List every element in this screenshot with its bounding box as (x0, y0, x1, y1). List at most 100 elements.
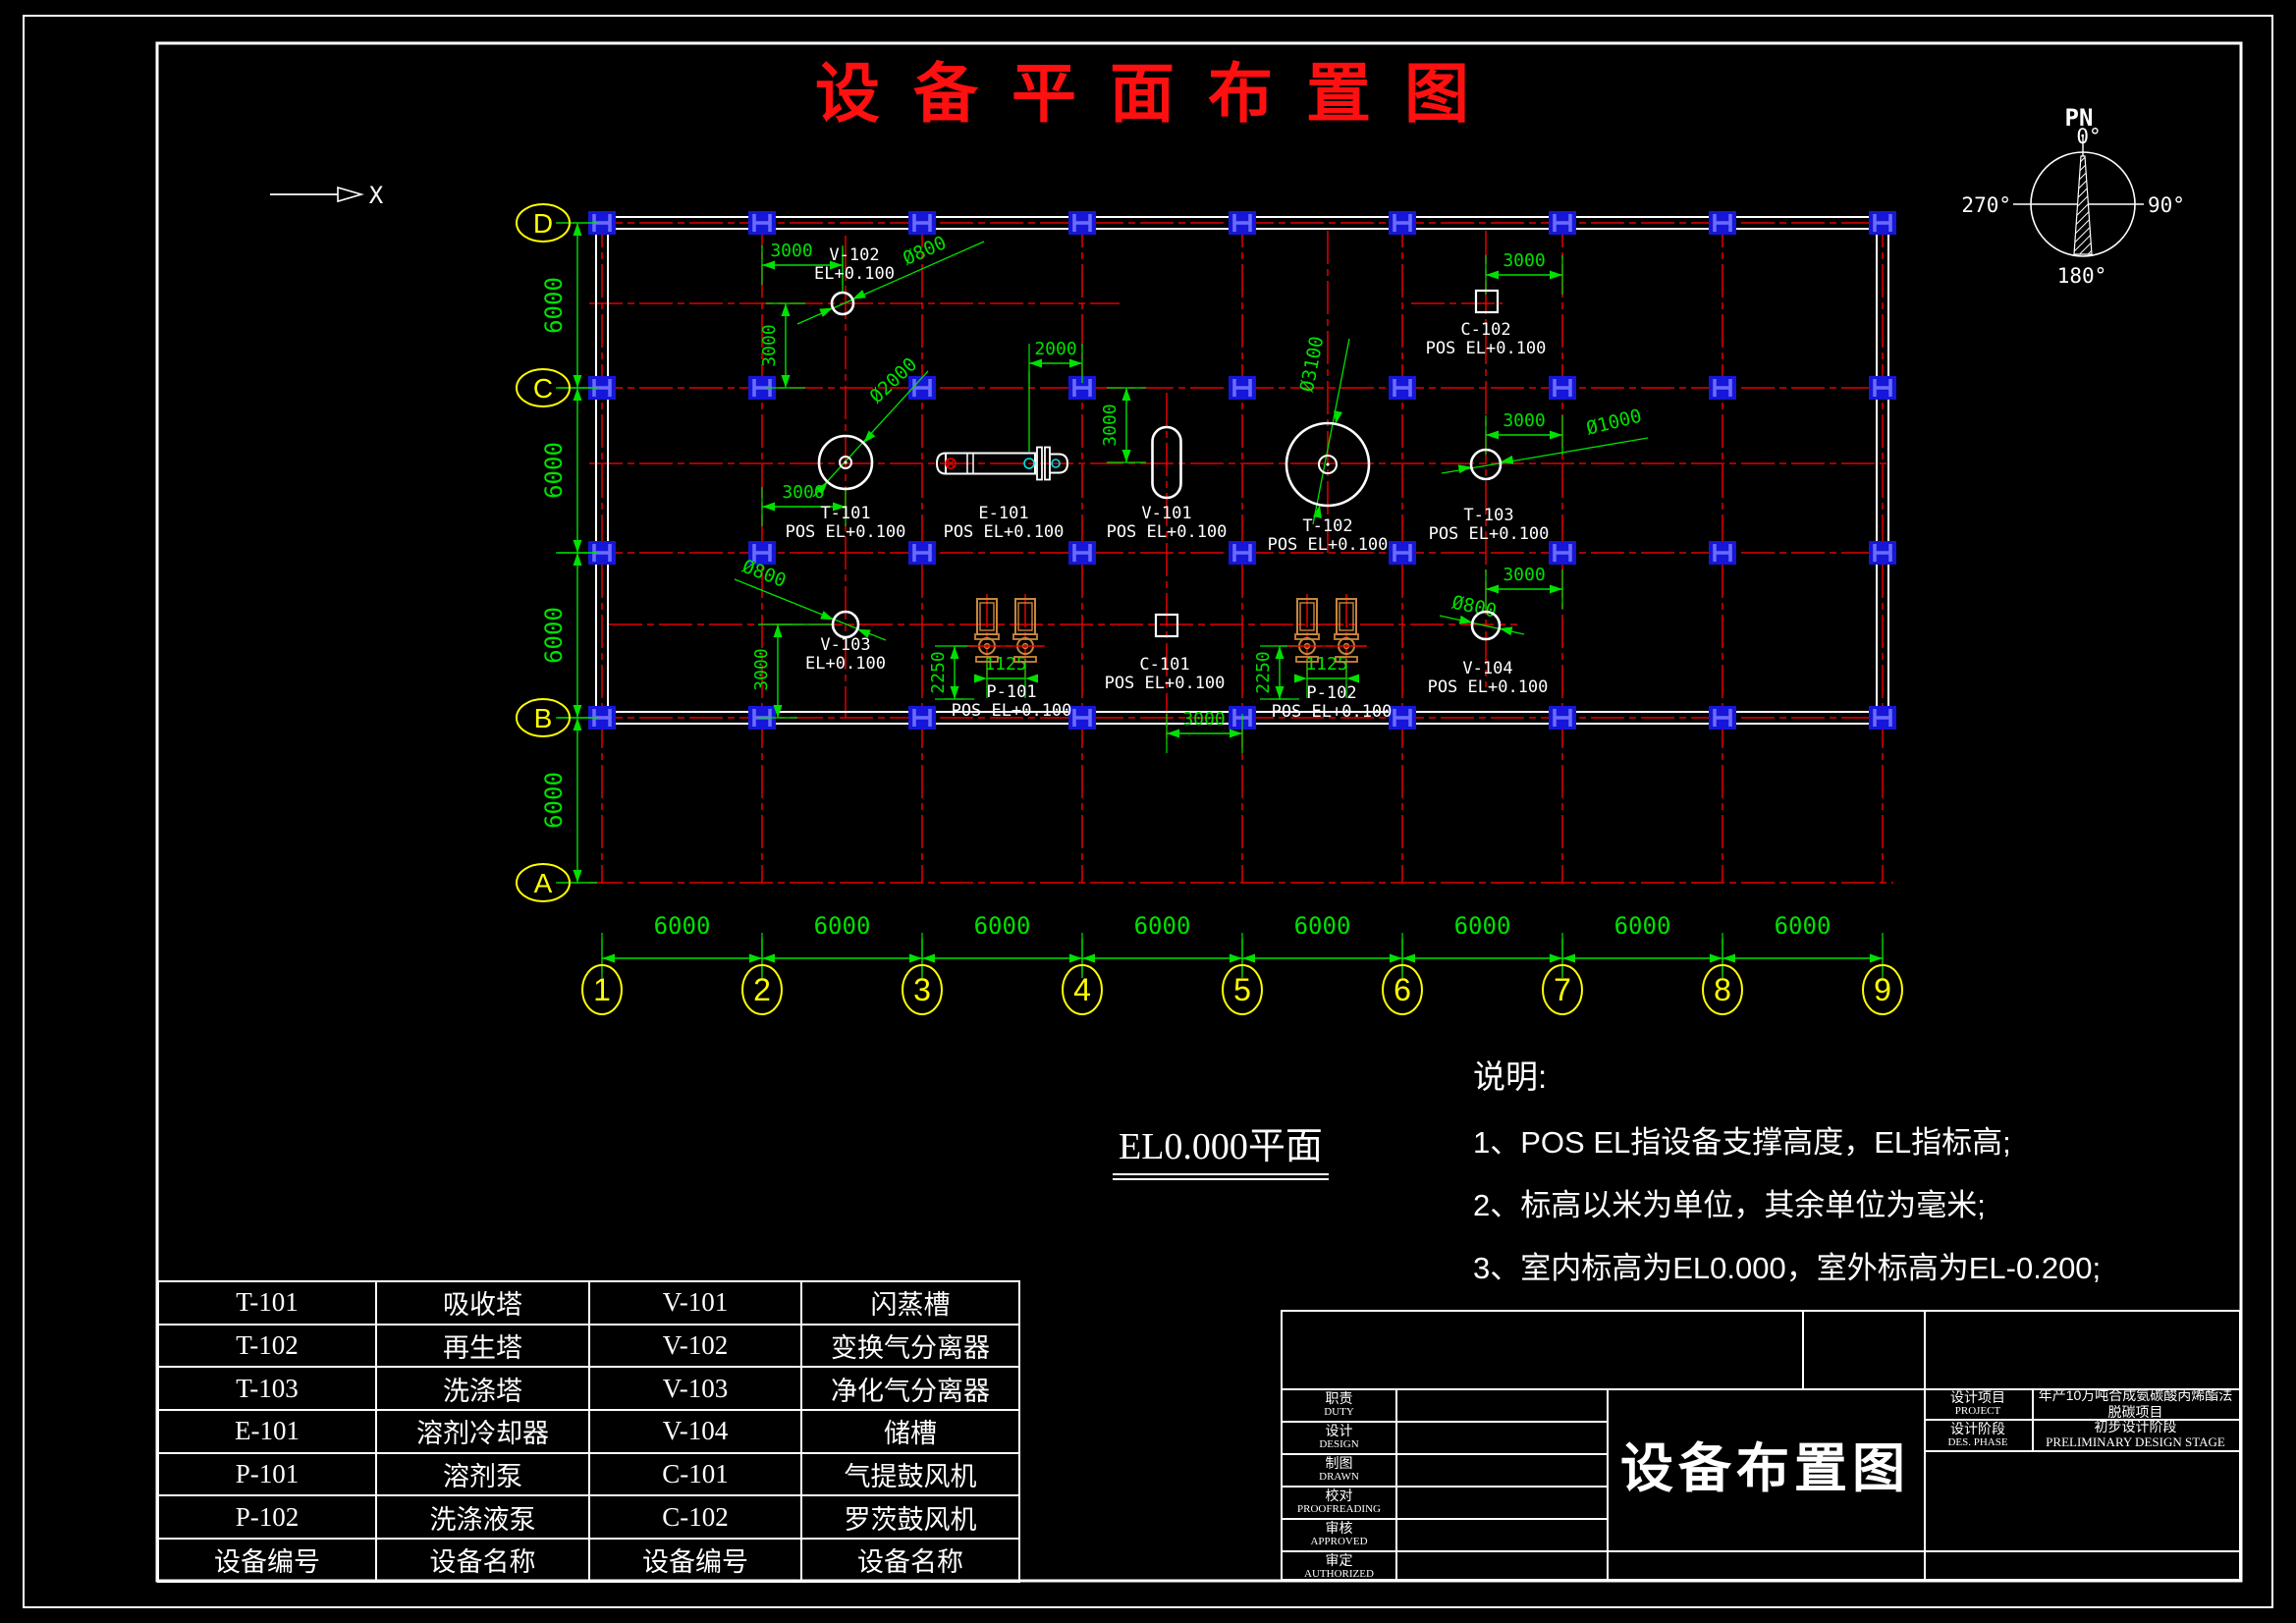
svg-text:6: 6 (1394, 972, 1411, 1007)
svg-text:3000: 3000 (759, 324, 780, 366)
svg-text:180°: 180° (2057, 264, 2107, 288)
column-marker (1869, 376, 1896, 400)
plan-elevation-label: EL0.000平面 (1113, 1115, 1329, 1180)
equipment-table-cell: 吸收塔 (375, 1280, 590, 1325)
equipment-V-104 (1470, 610, 1502, 641)
notes-items: 1、POS EL指设备支撑高度，EL指标高;2、标高以米为单位，其余单位为毫米;… (1473, 1111, 2101, 1300)
svg-text:EL+0.100: EL+0.100 (814, 264, 895, 284)
svg-text:9: 9 (1874, 972, 1891, 1007)
equipment-E-101 (935, 446, 1069, 481)
note-item: 1、POS EL指设备支撑高度，EL指标高; (1473, 1125, 2011, 1160)
svg-text:90°: 90° (2148, 193, 2185, 217)
title-block-project-value: 年产10万吨合成氨碳酸丙烯酯法脱碳项目 (2032, 1387, 2239, 1419)
svg-text:3000: 3000 (770, 241, 812, 261)
equipment-table-cell: 洗涤液泵 (375, 1494, 590, 1541)
sheet-frame (23, 15, 2273, 1608)
column-marker (1389, 706, 1416, 730)
svg-text:3000: 3000 (751, 648, 772, 690)
title-block-duty-approved-text: APPROVED (1310, 1536, 1368, 1548)
svg-text:E-101: E-101 (978, 504, 1028, 523)
svg-text:POS EL+0.100: POS EL+0.100 (952, 701, 1072, 721)
svg-text:POS EL+0.100: POS EL+0.100 (786, 522, 906, 542)
svg-text:P-101: P-101 (986, 682, 1036, 702)
svg-text:3000: 3000 (1503, 565, 1545, 585)
title-block-divider (1283, 1518, 1607, 1520)
equipment (817, 289, 1503, 663)
svg-text:V-102: V-102 (829, 245, 879, 265)
col-bubble-2: 2 (741, 964, 783, 1015)
svg-text:1125: 1125 (984, 654, 1026, 675)
col-bubble-3: 3 (902, 964, 943, 1015)
equipment-table-cell: E-101 (157, 1409, 377, 1454)
equipment-table-cell: C-101 (588, 1451, 802, 1497)
title-block-duty-duty-text: DUTY (1324, 1406, 1354, 1419)
svg-text:T-101: T-101 (820, 504, 870, 523)
svg-text:3000: 3000 (782, 482, 824, 503)
equipment-table-cell: P-102 (157, 1494, 377, 1541)
equipment-V-103 (831, 610, 860, 639)
svg-text:1125: 1125 (1305, 654, 1347, 675)
svg-text:Ø1000: Ø1000 (1584, 406, 1644, 440)
notes-heading: 说明: (1473, 1058, 1548, 1095)
title-block-divider (1283, 1486, 1607, 1488)
equipment-table-cell: 洗涤塔 (375, 1366, 590, 1412)
title-block-divider (1283, 1550, 2239, 1552)
svg-text:2250: 2250 (1253, 651, 1274, 693)
svg-text:6000: 6000 (1775, 912, 1831, 940)
column-marker (1229, 211, 1256, 235)
column-marker (748, 211, 776, 235)
svg-text:2: 2 (753, 972, 771, 1007)
svg-text:6000: 6000 (814, 912, 871, 940)
svg-text:P-102: P-102 (1306, 683, 1356, 703)
svg-text:POS EL+0.100: POS EL+0.100 (944, 522, 1065, 542)
column-marker (1709, 706, 1736, 730)
equipment-table-cell: T-103 (157, 1366, 377, 1412)
notes-block: 说明: 1、POS EL指设备支撑高度，EL指标高;2、标高以米为单位，其余单位… (1473, 1051, 2101, 1300)
column-marker (1389, 211, 1416, 235)
svg-text:8: 8 (1714, 972, 1731, 1007)
title-block-divider (1283, 1388, 2239, 1390)
row-bubble-A: A (516, 863, 571, 902)
equipment-table-cell: P-101 (157, 1451, 377, 1497)
title-block-divider (1802, 1312, 1804, 1388)
svg-text:D: D (533, 208, 553, 239)
svg-text:7: 7 (1554, 972, 1571, 1007)
column-marker (1549, 211, 1576, 235)
title-block-divider (1924, 1312, 1926, 1579)
svg-text:Ø3100: Ø3100 (1296, 335, 1329, 394)
svg-text:C-102: C-102 (1460, 320, 1510, 340)
equipment-table-header-cell: 设备名称 (800, 1538, 1020, 1583)
column-marker (1068, 211, 1096, 235)
column-marker (1549, 541, 1576, 565)
equipment-table-cell: 罗茨鼓风机 (800, 1494, 1020, 1541)
column-marker (1229, 376, 1256, 400)
svg-text:POS EL+0.100: POS EL+0.100 (1429, 524, 1550, 544)
col-bubble-4: 4 (1062, 964, 1103, 1015)
row-bubble-D: D (516, 203, 571, 243)
svg-text:X: X (369, 182, 384, 209)
equipment-T-101 (817, 434, 874, 491)
equipment-table-cell: 变换气分离器 (800, 1323, 1020, 1369)
title-block-duty-proofreading-text: PROOFREADING (1297, 1503, 1381, 1516)
svg-text:3000: 3000 (1100, 404, 1121, 446)
column-marker (1869, 706, 1896, 730)
svg-text:6000: 6000 (1614, 912, 1671, 940)
equipment-table-cell: 溶剂泵 (375, 1451, 590, 1497)
svg-text:B: B (534, 703, 553, 733)
title-block-phase-label-text: 设计阶段 (1950, 1420, 2005, 1436)
row-bubble-B: B (516, 698, 571, 737)
title-block-divider (1283, 1421, 1607, 1423)
svg-text:6000: 6000 (540, 277, 568, 334)
svg-text:2250: 2250 (928, 651, 949, 693)
title-block-phase-value-text: 初步设计阶段 (2094, 1419, 2177, 1435)
svg-text:V-101: V-101 (1141, 504, 1191, 523)
svg-text:6000: 6000 (540, 442, 568, 499)
equipment-C-101 (1154, 613, 1179, 638)
